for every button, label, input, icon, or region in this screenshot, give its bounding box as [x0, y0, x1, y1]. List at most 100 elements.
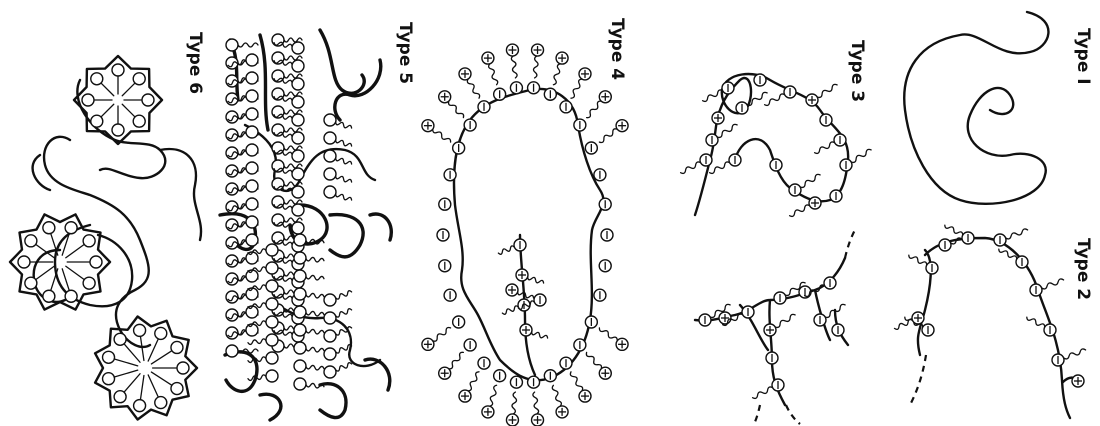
anionic-head-icon	[437, 229, 449, 241]
cationic-head-icon	[712, 112, 724, 124]
cationic-head-icon	[586, 352, 611, 379]
anionic-head-icon	[494, 370, 506, 382]
label-type-5: Type 5	[395, 22, 415, 84]
anionic-head-icon	[464, 119, 476, 131]
label-type-2: Type 2	[1073, 238, 1093, 300]
surfactant-head-icon	[294, 270, 324, 282]
label-type-4: Type 4	[607, 18, 627, 80]
type-4-surfactant-loop	[454, 89, 603, 380]
type-3-cluster-chains	[695, 74, 856, 424]
cationic-head-icon	[599, 328, 628, 350]
anionic-head-icon	[765, 86, 796, 105]
anionic-head-icon	[789, 174, 820, 196]
micelle-cluster	[74, 56, 162, 144]
type-6-micelle-necklace	[33, 80, 201, 347]
anionic-head-icon	[599, 260, 611, 272]
surfactant-head-icon	[324, 186, 352, 200]
cationic-head-icon	[587, 91, 612, 118]
cationic-head-icon	[1072, 375, 1084, 387]
label-type-1: Type I	[1073, 28, 1093, 85]
cationic-head-icon	[520, 324, 548, 338]
anionic-head-icon	[585, 142, 597, 154]
surfactant-head-icon	[226, 39, 258, 51]
anionic-head-icon	[832, 324, 844, 336]
cationic-head-icon	[506, 392, 518, 426]
surfactant-head-icon	[294, 288, 324, 300]
surfactant-head-icon	[324, 168, 352, 182]
anionic-head-icon	[528, 376, 540, 388]
cationic-head-icon	[552, 385, 568, 418]
anionic-head-icon	[464, 339, 476, 351]
anionic-head-icon	[560, 357, 572, 369]
anionic-head-icon	[994, 229, 1028, 246]
anionic-head-icon	[1052, 349, 1086, 366]
anionic-head-icon	[439, 198, 451, 210]
anionic-head-icon	[528, 82, 540, 94]
anionic-head-icon	[599, 198, 611, 210]
surfactant-head-icon	[294, 252, 324, 264]
surfactant-head-icon	[324, 291, 352, 306]
surfactant-head-icon	[324, 150, 352, 164]
anionic-head-icon	[710, 154, 741, 173]
anionic-head-icon	[444, 289, 456, 301]
cationic-head-icon	[482, 52, 498, 85]
cationic-head-icon	[532, 392, 544, 426]
cationic-head-icon	[482, 385, 497, 418]
anionic-head-icon	[754, 74, 766, 86]
anionic-head-icon	[1027, 317, 1056, 336]
anionic-head-icon	[805, 277, 836, 296]
anionic-head-icon	[453, 316, 465, 328]
cationic-head-icon	[532, 44, 544, 78]
surfactant-head-icon	[294, 360, 324, 372]
surfactant-head-icon	[324, 345, 352, 360]
anionic-head-icon	[510, 376, 522, 388]
anionic-head-icon	[439, 260, 451, 272]
cationic-head-icon	[599, 120, 628, 143]
anionic-head-icon	[766, 352, 778, 364]
anionic-head-icon	[594, 169, 606, 181]
micelle-cluster	[10, 214, 110, 309]
anionic-head-icon	[478, 101, 490, 113]
cationic-head-icon	[719, 312, 731, 324]
surfactant-head-icon	[294, 324, 324, 336]
anionic-head-icon	[770, 159, 782, 171]
micelle-cluster	[95, 317, 197, 420]
anionic-head-icon	[574, 339, 586, 351]
surfactant-head-icon	[324, 363, 352, 378]
anionic-head-icon	[544, 88, 556, 100]
anionic-head-icon	[453, 142, 465, 154]
anionic-head-icon	[560, 101, 572, 113]
anionic-head-icon	[703, 82, 734, 101]
anionic-head-icon	[444, 169, 456, 181]
cationic-head-icon	[506, 44, 518, 78]
cationic-head-icon	[553, 52, 568, 85]
anionic-head-icon	[544, 370, 556, 382]
cationic-head-icon	[422, 328, 451, 351]
surfactant-head-icon	[324, 132, 352, 146]
surfactant-head-icon	[248, 370, 278, 382]
cationic-head-icon	[439, 352, 464, 379]
anionic-head-icon	[909, 255, 938, 274]
surfactant-head-icon	[294, 342, 324, 354]
anionic-head-icon	[840, 149, 871, 171]
anionic-head-icon	[478, 357, 490, 369]
anionic-head-icon	[601, 229, 613, 241]
type-1-polymer-coil	[904, 12, 1048, 204]
anionic-head-icon	[585, 316, 597, 328]
cationic-head-icon	[570, 372, 591, 402]
cationic-head-icon	[459, 68, 480, 98]
type-5-lamellar-complex	[220, 30, 391, 420]
surfactant-head-icon	[294, 306, 324, 318]
anionic-head-icon	[574, 119, 586, 131]
anionic-head-icon	[706, 124, 737, 146]
anionic-head-icon	[510, 82, 522, 94]
cationic-head-icon	[516, 269, 544, 283]
anionic-head-icon	[815, 134, 846, 153]
cationic-head-icon	[459, 372, 479, 402]
cationic-head-icon	[571, 68, 591, 98]
anionic-head-icon	[830, 190, 842, 202]
cationic-head-icon	[439, 91, 464, 118]
label-type-6: Type 6	[185, 32, 205, 94]
anionic-head-icon	[820, 114, 832, 126]
